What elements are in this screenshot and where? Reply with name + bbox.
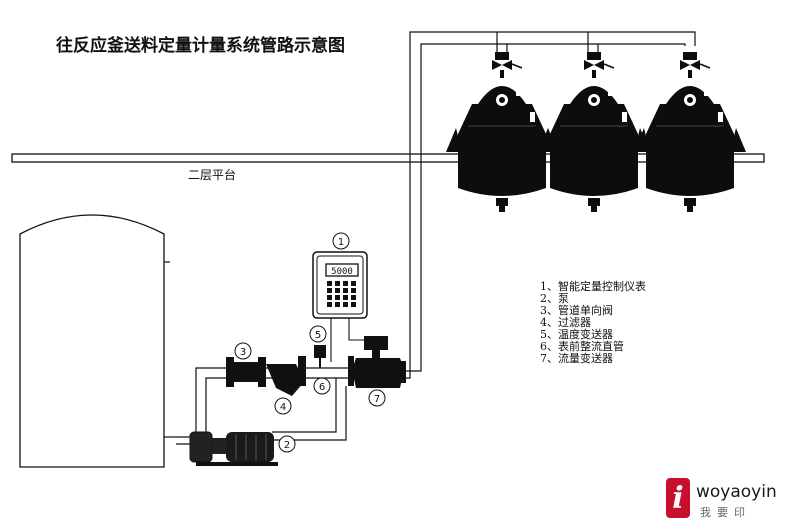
reaction-vessels [446, 52, 746, 212]
callout-6: 6 [319, 382, 325, 393]
watermark: i woyaoyin 我要印 [666, 478, 777, 519]
keypad-key [343, 288, 348, 293]
watermark-logo-icon [666, 478, 690, 518]
watermark-icon-letter: i [672, 481, 683, 516]
keypad-key [335, 281, 340, 286]
keypad-key [351, 302, 356, 307]
storage-tank [19, 214, 165, 468]
keypad-key [335, 295, 340, 300]
watermark-sub: 我要印 [700, 506, 751, 519]
legend-item: 3、管道单向阀 [540, 303, 613, 317]
straight-pipe-section [298, 356, 354, 386]
pump [189, 431, 278, 466]
callout-1: 1 [338, 237, 344, 248]
signal-lines [330, 318, 364, 362]
control-meter [312, 251, 368, 319]
temperature-transmitter [314, 345, 326, 368]
watermark-brand: woyaoyin [696, 482, 777, 502]
callouts: 1 2 3 4 5 6 7 [234, 232, 386, 453]
callout-2: 2 [284, 440, 290, 451]
platform-label: 二层平台 [188, 167, 236, 182]
keypad-key [327, 288, 332, 293]
keypad-key [327, 302, 332, 307]
diagram-title: 往反应釜送料定量计量系统管路示意图 [56, 35, 345, 56]
callout-7: 7 [374, 394, 380, 405]
main-pipe [403, 31, 696, 379]
callout-3: 3 [240, 347, 246, 358]
keypad-key [327, 295, 332, 300]
check-valve [226, 357, 266, 387]
keypad-key [327, 281, 332, 286]
keypad-key [343, 281, 348, 286]
legend: 1、智能定量控制仪表 2、泵 3、管道单向阀 4、过滤器 5、温度变送器 6、表… [540, 279, 646, 365]
callout-5: 5 [315, 330, 321, 341]
flow-transmitter [352, 336, 406, 388]
reaction-vessel [538, 52, 650, 212]
legend-item: 1、智能定量控制仪表 [540, 279, 646, 293]
reaction-vessel [634, 52, 746, 212]
keypad-key [351, 288, 356, 293]
keypad-key [343, 295, 348, 300]
callout-4: 4 [280, 402, 286, 413]
second-floor-platform [11, 153, 765, 163]
keypad-key [351, 281, 356, 286]
legend-item: 6、表前整流直管 [540, 339, 624, 353]
legend-item: 7、流量变送器 [540, 351, 613, 365]
keypad-key [335, 288, 340, 293]
keypad-key [343, 302, 348, 307]
meter-display: 5000 [331, 267, 353, 277]
discharge-pipe [272, 378, 347, 441]
keypad-key [335, 302, 340, 307]
legend-item: 5、温度变送器 [540, 327, 613, 341]
legend-item: 4、过滤器 [540, 316, 591, 329]
reaction-vessel [446, 52, 558, 212]
y-filter [266, 364, 304, 396]
legend-item: 2、泵 [540, 292, 569, 305]
keypad-key [351, 295, 356, 300]
